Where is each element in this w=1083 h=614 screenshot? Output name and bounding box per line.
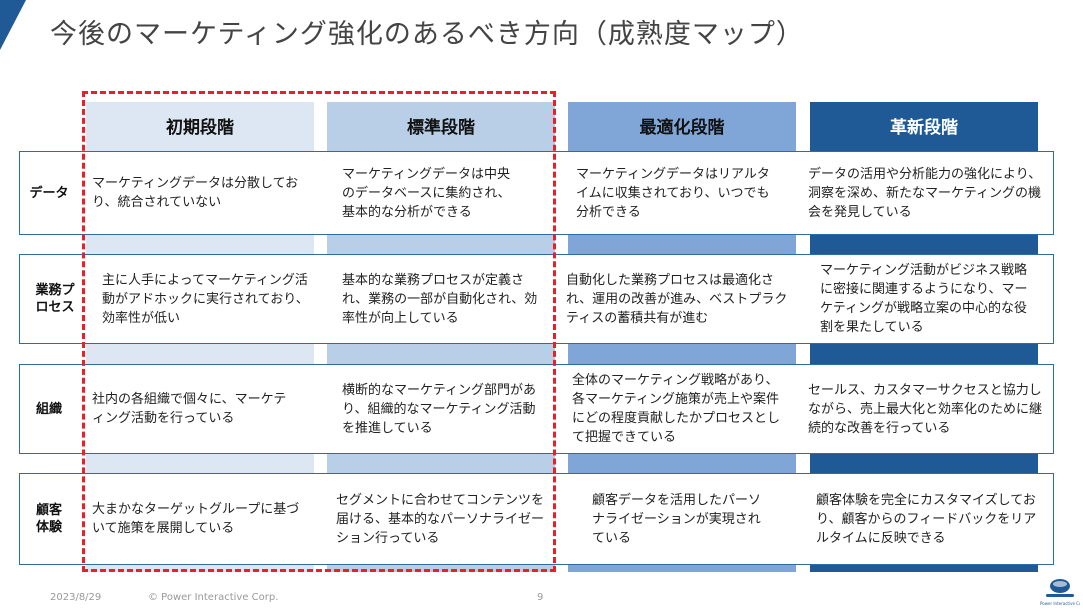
row-data (19, 151, 1054, 235)
cell-text: 全体のマーケティング戦略があり、各マーケティング施策が売上や案件にどの程度貢献し… (572, 373, 781, 445)
cell-organization-optimized: 全体のマーケティング戦略があり、各マーケティング施策が売上や案件にどの程度貢献し… (572, 364, 782, 454)
cell-text: セールス、カスタマーサクセスと協力しながら、売上最大化と効率化のために継続的な改… (808, 382, 1043, 436)
company-logo-text: Power Interactive Corp. (1040, 601, 1080, 606)
cell-text: 顧客データを活用したパーソナライゼーションが実現されている (592, 492, 762, 546)
row-bg-process (19, 254, 1054, 344)
company-logo: Power Interactive Corp. (1040, 576, 1080, 610)
row-label-customer: 顧客体験 (19, 473, 79, 565)
row-bg-data (19, 151, 1054, 235)
cell-text: マーケティング活動がビジネス戦略に密接に関連するようになり、マーケティングが戦略… (820, 263, 1028, 335)
company-logo-icon (1046, 579, 1074, 597)
cell-text: データの活用や分析能力の強化により、洞察を深め、新たなマーケティングの機会を発見… (808, 166, 1042, 220)
cell-text: マーケティングデータは分散しており、統合されていない (92, 176, 299, 210)
cell-organization-initial: 社内の各組織で個々に、マーケティング活動を行っている (92, 364, 292, 454)
row-organization (19, 364, 1054, 454)
cell-customer-innovative: 顧客体験を完全にカスタマイズしており、顧客からのフィードバックをリアルタイムに反… (816, 473, 1042, 565)
row-bg-organization (19, 364, 1054, 454)
cell-organization-standard: 横断的なマーケティング部門があり、組織的なマーケティング活動を推進している (342, 364, 538, 454)
cell-text: セグメントに合わせてコンテンツを届ける、基本的なパーソナライゼーション行っている (336, 492, 545, 546)
cell-process-optimized: 自動化した業務プロセスは最適化され、運用の改善が進み、ベストプラクティスの蓄積共… (566, 254, 788, 344)
row-bg-customer (19, 473, 1054, 565)
cell-process-standard: 基本的な業務プロセスが定義され、業務の一部が自動化され、効率性が向上している (342, 254, 538, 344)
footer-page-number: 9 (537, 592, 544, 603)
cell-text: 顧客体験を完全にカスタマイズしており、顧客からのフィードバックをリアルタイムに反… (816, 492, 1037, 546)
cell-process-innovative: マーケティング活動がビジネス戦略に密接に関連するようになり、マーケティングが戦略… (820, 254, 1032, 344)
row-customer (19, 473, 1054, 565)
cell-text: 社内の各組織で個々に、マーケティング活動を行っている (92, 392, 287, 426)
cell-data-initial: マーケティングデータは分散しており、統合されていない (92, 151, 306, 235)
cell-text: マーケティングデータはリアルタイムに収集されており、いつでも分析できる (576, 166, 770, 220)
cell-customer-standard: セグメントに合わせてコンテンツを届ける、基本的なパーソナライゼーション行っている (336, 473, 546, 565)
footer-copyright: © Power Interactive Corp. (148, 592, 279, 603)
row-label-customer-text: 顧客体験 (35, 503, 62, 535)
row-process (19, 254, 1054, 344)
corner-accent (0, 0, 26, 50)
footer-date: 2023/8/29 (50, 592, 102, 603)
page-title: 今後のマーケティング強化のあるべき方向（成熟度マップ） (50, 19, 804, 50)
cell-text: 自動化した業務プロセスは最適化され、運用の改善が進み、ベストプラクティスの蓄積共… (566, 272, 788, 326)
column-header-innovative: 革新段階 (890, 117, 958, 138)
cell-data-innovative: データの活用や分析能力の強化により、洞察を深め、新たなマーケティングの機会を発見… (808, 151, 1044, 235)
row-label-process: 業務プロセス (19, 254, 91, 344)
column-header-initial: 初期段階 (166, 117, 234, 138)
cell-customer-initial: 大まかなターゲットグループに基づいて施策を展開している (92, 473, 302, 565)
cell-text: 主に人手によってマーケティング活動がアドホックに実行されており、効率性が低い (102, 272, 309, 326)
row-label-data: データ (29, 185, 69, 201)
cell-organization-innovative: セールス、カスタマーサクセスと協力しながら、売上最大化と効率化のために継続的な改… (808, 364, 1044, 454)
cell-data-standard: マーケティングデータは中央のデータベースに集約され、基本的な分析ができる (342, 151, 522, 235)
cell-data-optimized: マーケティングデータはリアルタイムに収集されており、いつでも分析できる (576, 151, 772, 235)
column-header-optimized: 最適化段階 (639, 117, 725, 138)
row-label-organization: 組織 (35, 401, 62, 417)
cell-text: マーケティングデータは中央のデータベースに集約され、基本的な分析ができる (342, 166, 511, 220)
cell-process-initial: 主に人手によってマーケティング活動がアドホックに実行されており、効率性が低い (102, 254, 316, 344)
column-header-standard: 標準段階 (407, 117, 475, 138)
row-label-process-text: 業務プロセス (35, 283, 75, 315)
cell-text: 大まかなターゲットグループに基づいて施策を展開している (92, 502, 300, 536)
cell-text: 横断的なマーケティング部門があり、組織的なマーケティング活動を推進している (342, 382, 536, 436)
cell-customer-optimized: 顧客データを活用したパーソナライゼーションが実現されている (592, 473, 772, 565)
cell-text: 基本的な業務プロセスが定義され、業務の一部が自動化され、効率性が向上している (342, 272, 538, 326)
